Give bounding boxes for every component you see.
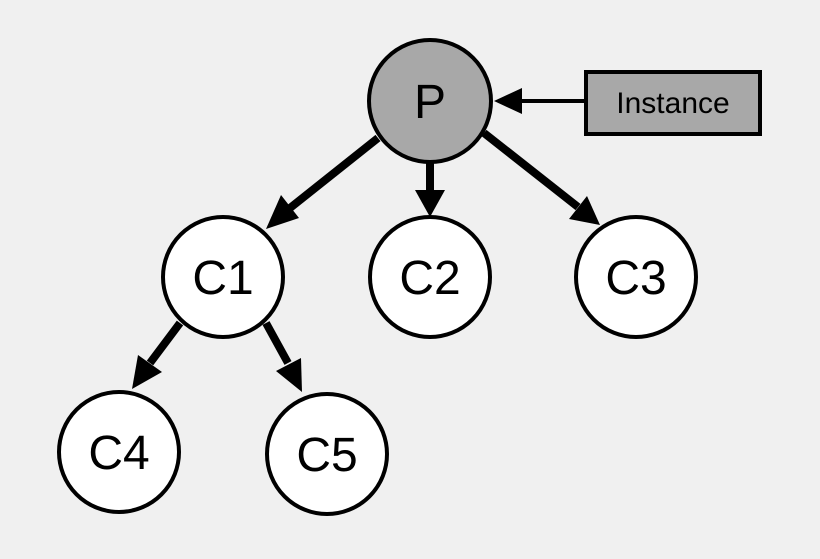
edge-p-c2 — [415, 162, 445, 217]
node-p-label: P — [414, 76, 446, 129]
node-c2: C2 — [368, 215, 492, 339]
edge-c1-c4 — [132, 320, 184, 389]
node-c1: C1 — [161, 215, 285, 339]
instance-label: Instance — [616, 87, 729, 120]
edge-p-c1 — [266, 134, 381, 229]
node-c4: C4 — [57, 390, 181, 514]
node-c1-label: C1 — [192, 252, 253, 305]
edge-c1-c5 — [262, 321, 302, 392]
instance-box: Instance — [584, 70, 762, 136]
node-c5: C5 — [265, 392, 389, 516]
node-c3-label: C3 — [605, 252, 666, 305]
node-c2-label: C2 — [399, 252, 460, 305]
node-c3: C3 — [574, 215, 698, 339]
node-c5-label: C5 — [296, 429, 357, 482]
node-c4-label: C4 — [88, 427, 149, 480]
edge-instance-p — [494, 88, 586, 114]
node-p: P — [367, 38, 493, 164]
edge-p-c3 — [481, 129, 600, 225]
